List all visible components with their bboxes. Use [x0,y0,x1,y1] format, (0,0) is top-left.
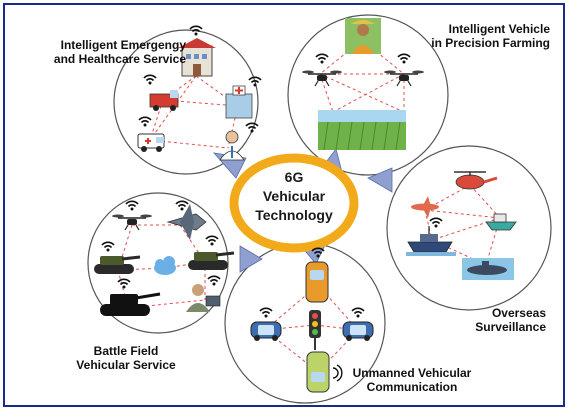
center-title-line3: Technology [255,207,333,223]
arrow-overseas [367,167,393,193]
car-icon-right [342,321,374,342]
doctor-icon [219,130,245,161]
helicopter-icon [454,171,498,190]
plane-icon [411,196,439,218]
label-farming-line2: in Precision Farming [431,36,550,50]
label-unmanned-line2: Communication [366,380,458,394]
label-unmanned-line1: Unmanned Vehicular [352,366,472,380]
label-battlefield-line2: Vehicular Service [76,358,176,372]
center-title: 6G Vehicular Technology [234,168,354,225]
crop-field-icon [318,110,406,151]
center-ring [229,153,359,253]
label-unmanned: Unmanned Vehicular Communication [342,366,482,394]
outer-frame [3,3,565,407]
signal-wave-icon [332,364,343,382]
fire-truck-icon [149,90,179,111]
label-farming-line1: Intelligent Vehicle [448,22,550,36]
car-icon-bottom [306,351,330,393]
hospital-building-icon [225,85,253,119]
label-emergency: Intelligent Emergengy and Healthcare Ser… [16,38,186,66]
submarine-icon [462,258,514,280]
label-battlefield-line1: Battle Field [93,344,159,358]
soldier-icon [186,284,221,312]
car-icon-left [250,321,282,342]
heavy-tank-icon [100,292,161,316]
label-overseas: Overseas Surveillance [434,306,546,334]
label-emergency-line1: Intelligent Emergengy [60,38,186,52]
car-icon-top [305,261,329,303]
warship-icon [406,226,456,256]
label-overseas-line1: Overseas [491,306,546,320]
fighter-jet-icon [166,204,207,240]
cloud-icon [154,256,176,275]
arrow-battlefield [239,245,263,273]
center-title-line1: 6G [284,169,304,185]
label-battlefield: Battle Field Vehicular Service [46,344,206,372]
traffic-light-icon [309,310,321,350]
center-title-line2: Vehicular [262,188,326,204]
ship-icon [485,213,517,231]
hospital-icon [178,38,216,77]
farmer-icon [345,18,381,54]
label-overseas-line2: Surveillance [475,320,546,334]
label-farming: Intelligent Vehicle in Precision Farming [384,22,550,50]
ambulance-icon [137,133,165,152]
label-emergency-line2: and Healthcare Service [53,52,186,66]
